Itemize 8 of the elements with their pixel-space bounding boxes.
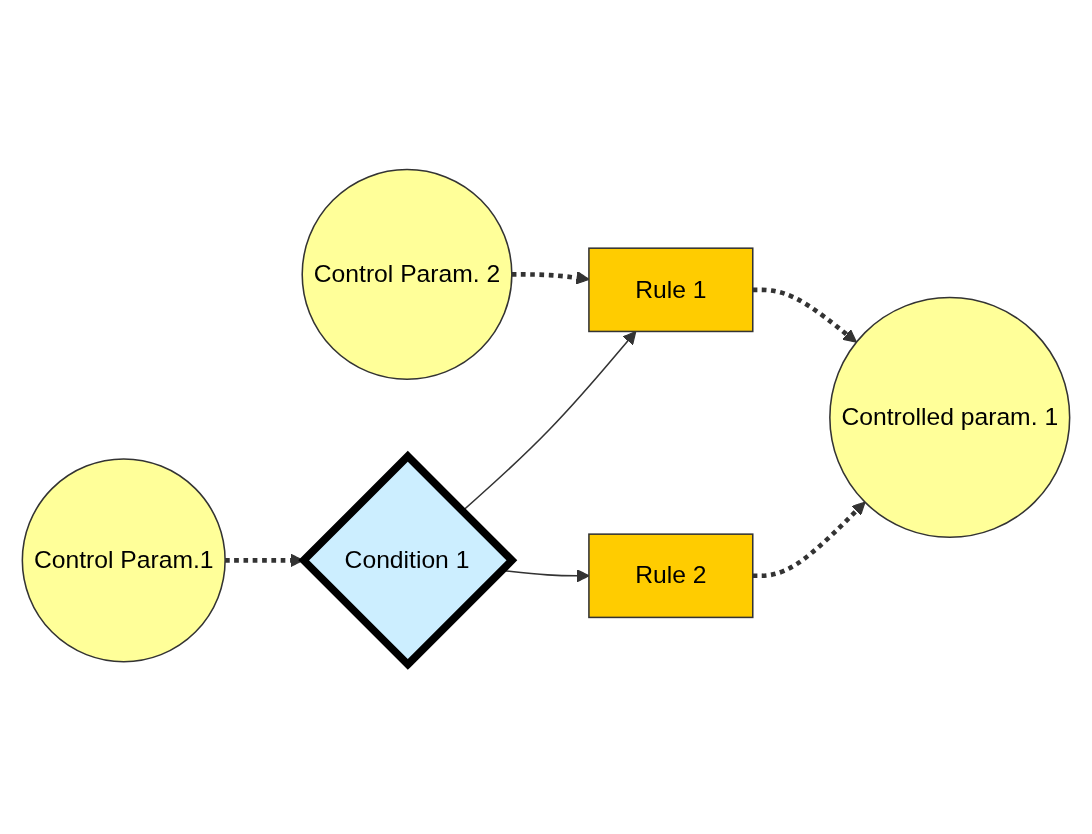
node-box: Rule 2	[588, 533, 754, 619]
node-circle: Controlled param. 1	[829, 296, 1071, 539]
arrow	[752, 501, 866, 579]
node-circle: Control Param. 2	[301, 168, 513, 380]
node-box: Rule 1	[588, 247, 754, 333]
node-diamond: Condition 1	[298, 450, 518, 670]
node-circle: Control Param.1	[21, 458, 226, 663]
arrow	[752, 287, 857, 343]
